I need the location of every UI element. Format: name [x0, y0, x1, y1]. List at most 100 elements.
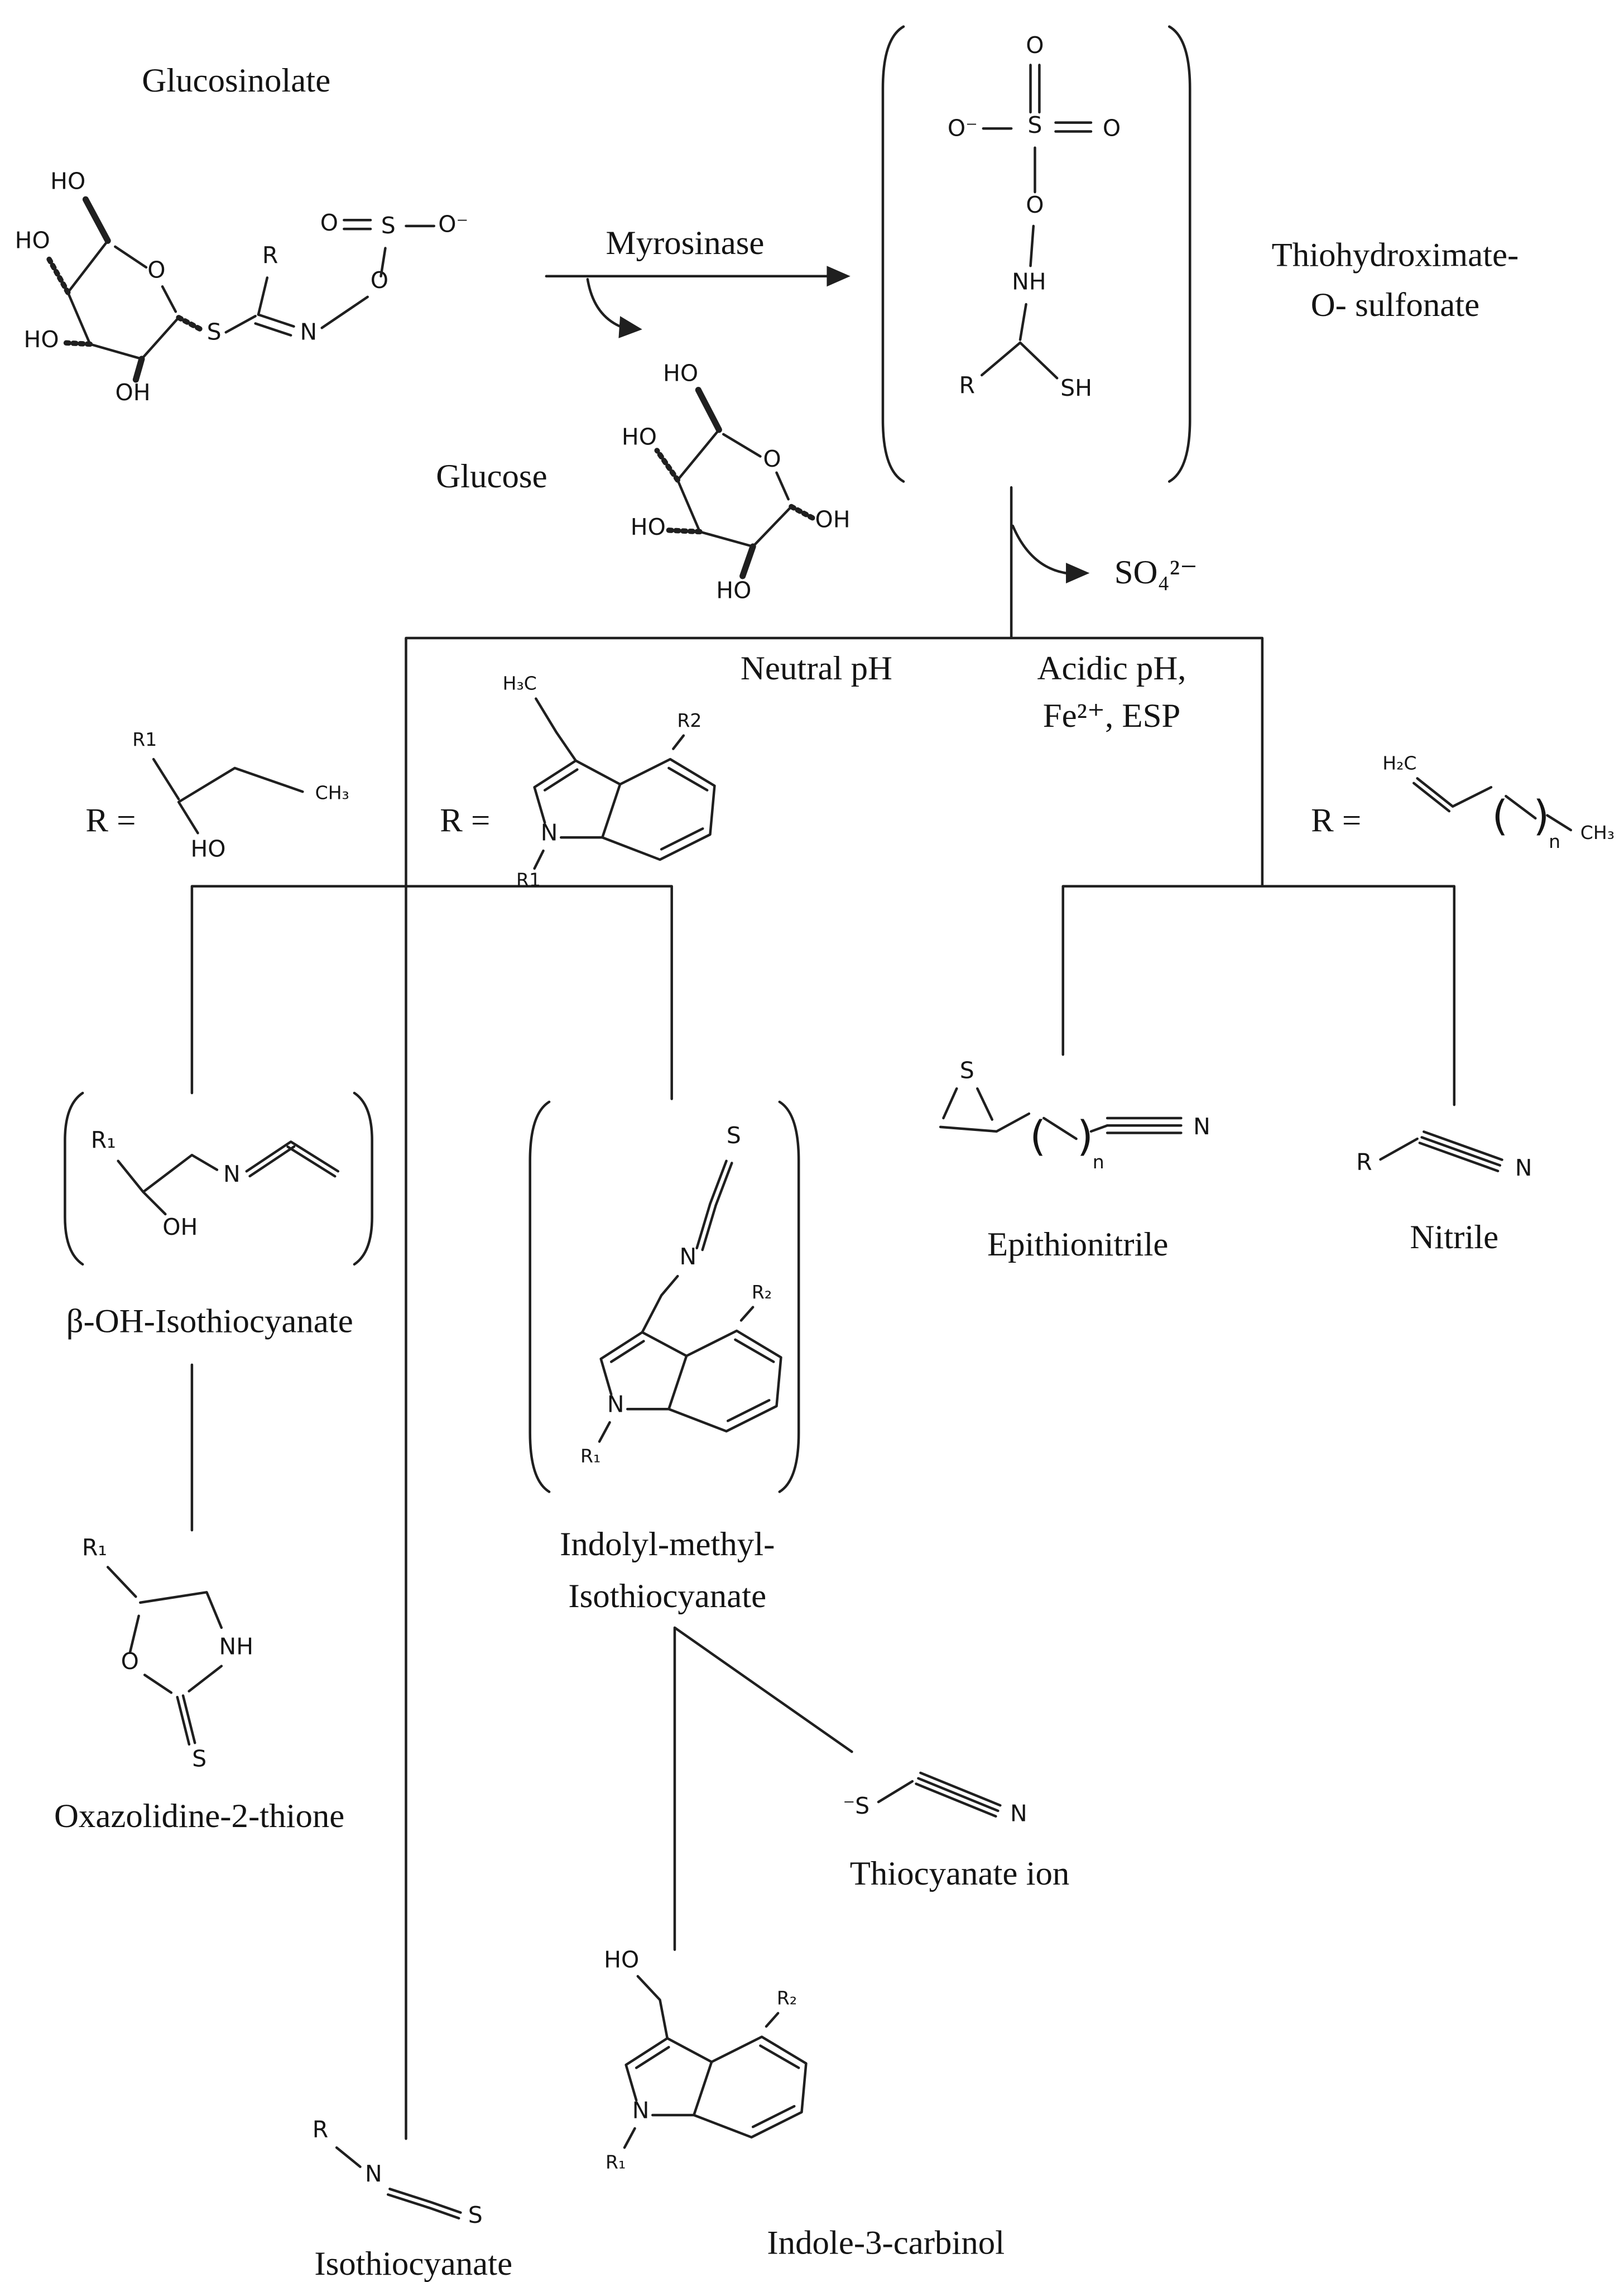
- nitrogen-atom: N: [679, 1243, 696, 1270]
- sulfur-atom: S: [468, 2202, 483, 2228]
- glucose-label: Glucose: [436, 458, 547, 495]
- r1-label: R1: [132, 728, 157, 750]
- bracket-left: [881, 25, 905, 483]
- bracket-right: [353, 1091, 373, 1266]
- indole-3-carbinol-label: Indole-3-carbinol: [767, 2225, 1005, 2262]
- sulfur-anion: ⁻S: [843, 1792, 870, 1819]
- n-subscript: n: [1549, 831, 1560, 852]
- r2-label: R₂: [752, 1281, 772, 1303]
- r1-label: R₁: [580, 1445, 600, 1466]
- epithionitrile-structure: S ( ) n N: [939, 1057, 1210, 1173]
- bracket-open: (: [1492, 792, 1508, 840]
- indolyl-label-line2: Isothiocyanate: [568, 1578, 766, 1615]
- indole-nitrogen: N: [607, 1391, 624, 1418]
- glucose-structure: O HO HO HO HO OH: [622, 360, 851, 604]
- bracket-left: [528, 1100, 551, 1493]
- glucosinolate-structure: O HO HO HO OH S R N O S O O⁻: [15, 168, 468, 406]
- thiohydroximate-structure: O S O⁻ O O NH R SH: [881, 25, 1191, 483]
- ring-oxygen: O: [147, 256, 165, 283]
- indole-nitrogen: N: [632, 2097, 650, 2123]
- sulfur-atom: S: [381, 212, 396, 239]
- r-group-alkenyl: R = H₂C ( ) n CH₃: [1311, 752, 1615, 852]
- thiocyanate-label: Thiocyanate ion: [850, 1855, 1070, 1892]
- thiocyanate-ion-structure: ⁻S N: [843, 1771, 1027, 1826]
- beta-oh-isothiocyanate-label: β-OH-Isothiocyanate: [66, 1303, 353, 1340]
- r1-label: R₁: [606, 2151, 626, 2173]
- indole-nitrogen: N: [541, 819, 558, 846]
- hydroxyl: HO: [604, 1946, 639, 1973]
- sulfur-atom: S: [207, 319, 222, 346]
- methylene-group: H₂C: [1382, 752, 1416, 774]
- thione-sulfur: S: [192, 1746, 206, 1772]
- indole-3-carbinol-structure: HO N R₁ R₂: [604, 1946, 806, 2173]
- pathway-branch-lines: [190, 486, 1456, 2140]
- indolyl-label-line1: Indolyl-methyl-: [560, 1526, 775, 1563]
- isothiocyanate-structure: R N S: [313, 2116, 483, 2228]
- nitrogen-atom: N: [300, 319, 318, 346]
- ring-nh: NH: [219, 1633, 253, 1660]
- beta-oh-isothiocyanate-structure: R₁ OH N: [64, 1091, 373, 1266]
- bracket-open: (: [1030, 1113, 1046, 1161]
- oxygen-atom: O: [371, 267, 388, 294]
- r-group-atom: R: [262, 242, 278, 269]
- r1-label: R1: [516, 869, 541, 891]
- hydroxyl: HO: [716, 577, 751, 604]
- bracket-close: ): [1077, 1113, 1093, 1161]
- r-group-atom: R: [959, 372, 975, 399]
- acidic-ph-label-line2: Fe²⁺, ESP: [1043, 697, 1180, 735]
- methyl-group: H₃C: [503, 673, 537, 694]
- r-group-aliphatic-hydroxy: R = R1 HO CH₃: [85, 728, 349, 862]
- sulfate-label: SO₄²⁻: [1114, 554, 1198, 591]
- r-equals-label: R =: [85, 802, 136, 840]
- oxygen-anion: O⁻: [948, 114, 978, 141]
- oxazolidine-label: Oxazolidine-2-thione: [54, 1797, 344, 1835]
- ring-oxygen: O: [763, 445, 781, 472]
- sulfur-atom: S: [727, 1122, 741, 1149]
- r1-label: R₁: [82, 1534, 107, 1561]
- indolyl-methyl-isothiocyanate-structure: S N N R₁ R₂: [528, 1100, 800, 1493]
- hydroxyl: HO: [15, 227, 50, 254]
- nitrogen-atom: N: [1515, 1154, 1532, 1181]
- reaction-arrow: [545, 266, 851, 338]
- hydroxyl: HO: [190, 836, 225, 862]
- thiol-group: SH: [1060, 375, 1092, 401]
- hydroxyl: OH: [162, 1214, 198, 1240]
- nitrile-label: Nitrile: [1410, 1219, 1498, 1256]
- sulfate-release-arrow: [1011, 524, 1090, 584]
- nitrogen-atom: N: [1193, 1113, 1210, 1140]
- r-equals-label: R =: [1311, 802, 1361, 840]
- nitrogen-atom: N: [365, 2160, 382, 2187]
- oxygen-atom: O: [1026, 32, 1044, 59]
- r-equals-label: R =: [440, 802, 490, 840]
- hydroxyl: OH: [815, 506, 850, 533]
- oxygen-atom: O: [1103, 114, 1121, 141]
- r2-label: R2: [677, 709, 702, 731]
- r-group-atom: R: [313, 2116, 328, 2143]
- hydroxyl: HO: [50, 168, 85, 195]
- hydroxyl: OH: [116, 379, 151, 406]
- bracket-right: [778, 1100, 800, 1493]
- r-group-indolyl: R = N R1 R2 H₃C: [440, 673, 714, 891]
- bracket-left: [64, 1091, 84, 1266]
- connector-indolyl-products: [673, 1626, 853, 1951]
- acidic-ph-label-line1: Acidic pH,: [1037, 650, 1186, 687]
- nitrogen-atom: N: [223, 1161, 241, 1187]
- sulfur-atom: S: [1027, 112, 1042, 138]
- thiohydroximate-label-line2: O- sulfonate: [1311, 286, 1479, 324]
- thiohydroximate-label-line1: Thiohydroximate-: [1272, 236, 1519, 274]
- nitrogen-atom: N: [1010, 1800, 1027, 1826]
- epithionitrile-label: Epithionitrile: [987, 1226, 1168, 1263]
- hydroxyl: HO: [631, 514, 666, 540]
- r1-label: R₁: [91, 1126, 116, 1153]
- hydroxyl: HO: [622, 423, 657, 450]
- bracket-right: [1167, 25, 1191, 483]
- thiirane-sulfur: S: [960, 1057, 974, 1084]
- nitrile-structure: R N: [1356, 1130, 1532, 1181]
- oxygen-atom: O: [320, 209, 338, 236]
- oxygen-anion: O⁻: [438, 210, 468, 237]
- r-group-atom: R: [1356, 1149, 1372, 1176]
- isothiocyanate-label: Isothiocyanate: [314, 2245, 512, 2282]
- oxazolidine-2-thione-structure: R₁ NH O S: [82, 1534, 253, 1772]
